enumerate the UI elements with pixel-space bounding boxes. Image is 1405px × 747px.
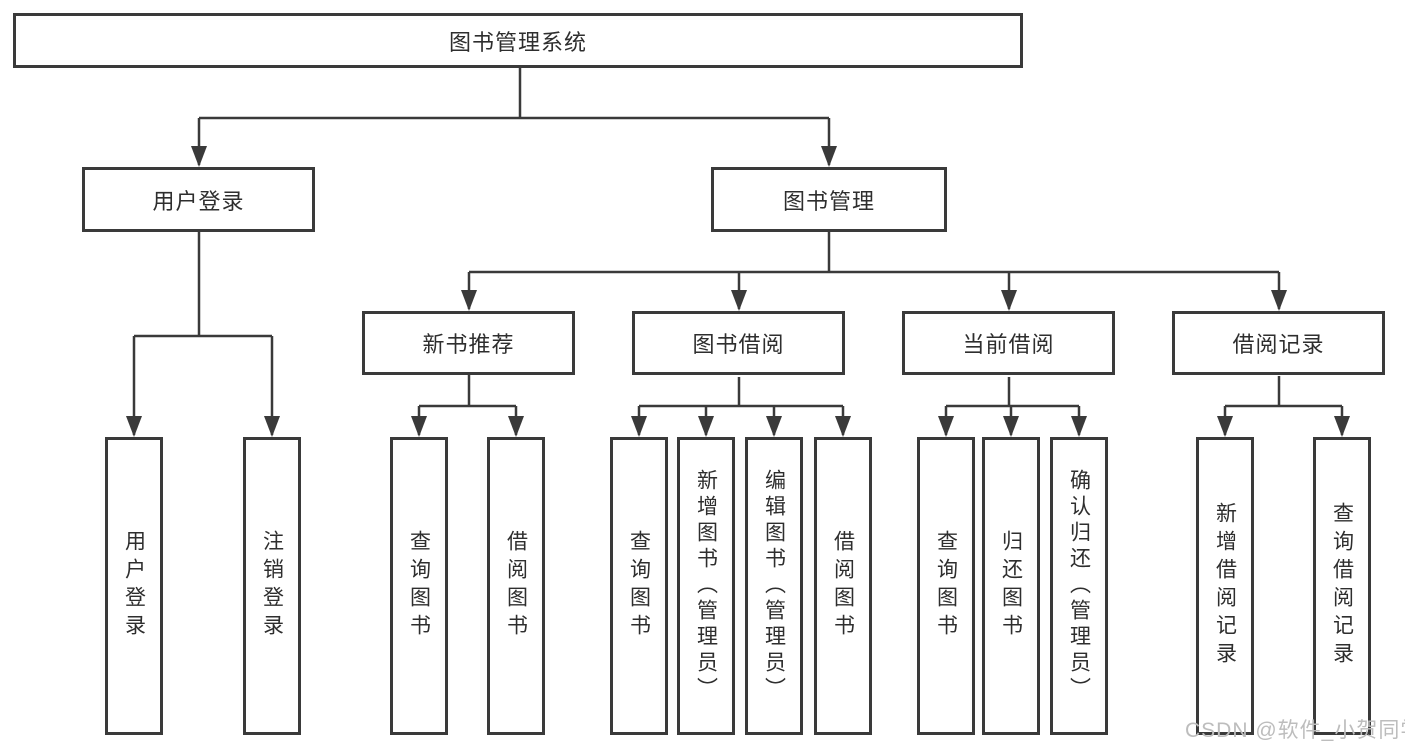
node-label: 图书管理 [782,188,875,214]
csdn-watermark: CSDN @软件_小贺同学 [1185,719,1405,742]
leaf-borrow-books-borrowing: 借阅图书 [814,437,872,735]
leaf-query-books-newbooks: 查询图书 [390,437,448,735]
node-book-borrowing: 图书借阅 [632,311,845,375]
node-current-borrowing: 当前借阅 [902,311,1115,375]
node-label: 编辑图书（管理员） [762,469,786,703]
node-borrowing-records: 借阅记录 [1172,311,1385,375]
node-label: 借阅记录 [1232,332,1325,357]
node-user-login-group: 用户登录 [82,167,315,232]
node-book-management: 图书管理 [711,167,947,232]
leaf-query-borrow-record: 查询借阅记录 [1313,437,1371,735]
node-label: 查询图书 [627,530,651,642]
leaf-logout: 注销登录 [243,437,301,735]
node-label: 查询图书 [407,530,431,642]
node-label: 新增借阅记录 [1213,502,1237,670]
node-label: 用户登录 [152,188,245,214]
node-label: 确认归还（管理员） [1067,469,1091,703]
node-label: 新书推荐 [422,332,515,357]
node-label: 当前借阅 [962,332,1055,357]
node-label: 新增图书（管理员） [694,469,718,703]
node-label: 归还图书 [999,530,1023,642]
node-label: 注销登录 [260,530,284,642]
node-label: 用户登录 [122,530,146,642]
node-new-book-recommendation: 新书推荐 [362,311,575,375]
leaf-query-books-borrowing: 查询图书 [610,437,668,735]
leaf-edit-book-admin: 编辑图书（管理员） [745,437,803,735]
node-library-management-system: 图书管理系统 [13,13,1023,68]
leaf-user-login: 用户登录 [105,437,163,735]
node-label: 查询图书 [934,530,958,642]
leaf-confirm-return-admin: 确认归还（管理员） [1050,437,1108,735]
leaf-borrow-books-newbooks: 借阅图书 [487,437,545,735]
leaf-return-books: 归还图书 [982,437,1040,735]
node-label: 图书管理系统 [448,29,587,55]
leaf-query-books-current: 查询图书 [917,437,975,735]
leaf-add-book-admin: 新增图书（管理员） [677,437,735,735]
node-label: 借阅图书 [504,530,528,642]
node-label: 图书借阅 [692,332,785,357]
node-label: 借阅图书 [831,530,855,642]
leaf-add-borrow-record: 新增借阅记录 [1196,437,1254,735]
node-label: 查询借阅记录 [1330,502,1354,670]
